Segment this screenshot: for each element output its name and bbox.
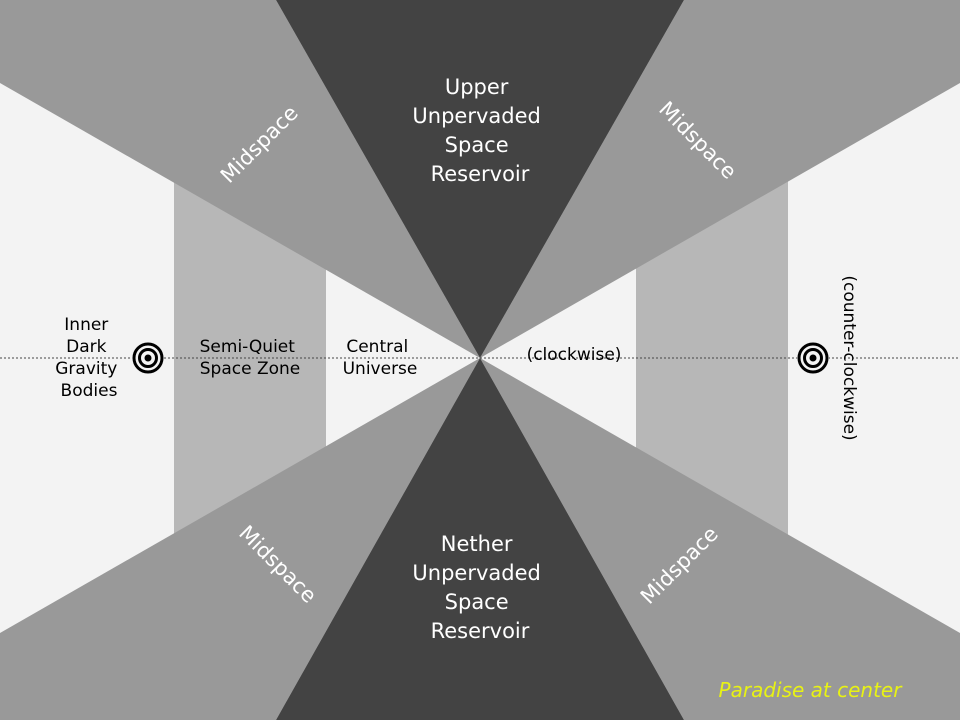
counter-clockwise-label: (counter-clockwise) (839, 275, 859, 440)
target-icon (797, 342, 829, 374)
upper-reservoir-wedge (276, 0, 684, 358)
inner-dark-gravity-label: Inner Dark Gravity Bodies (55, 315, 123, 401)
nether-reservoir-wedge (276, 358, 684, 720)
midspace-wedge-lower-left (0, 358, 480, 720)
midspace-wedge-upper-left (0, 0, 480, 358)
semi-quiet-zone-label: Semi-Quiet Space Zone (200, 337, 301, 379)
central-universe-label: Central Universe (343, 337, 418, 379)
nether-reservoir-label: Nether Unpervaded Space Reservoir (412, 532, 547, 643)
upper-reservoir-label: Upper Unpervaded Space Reservoir (412, 75, 547, 186)
midspace-wedge-upper-right (480, 0, 960, 358)
clockwise-label: (clockwise) (527, 345, 622, 365)
target-icon (132, 342, 164, 374)
paradise-caption: Paradise at center (719, 678, 904, 702)
midspace-wedge-lower-right (480, 358, 960, 720)
